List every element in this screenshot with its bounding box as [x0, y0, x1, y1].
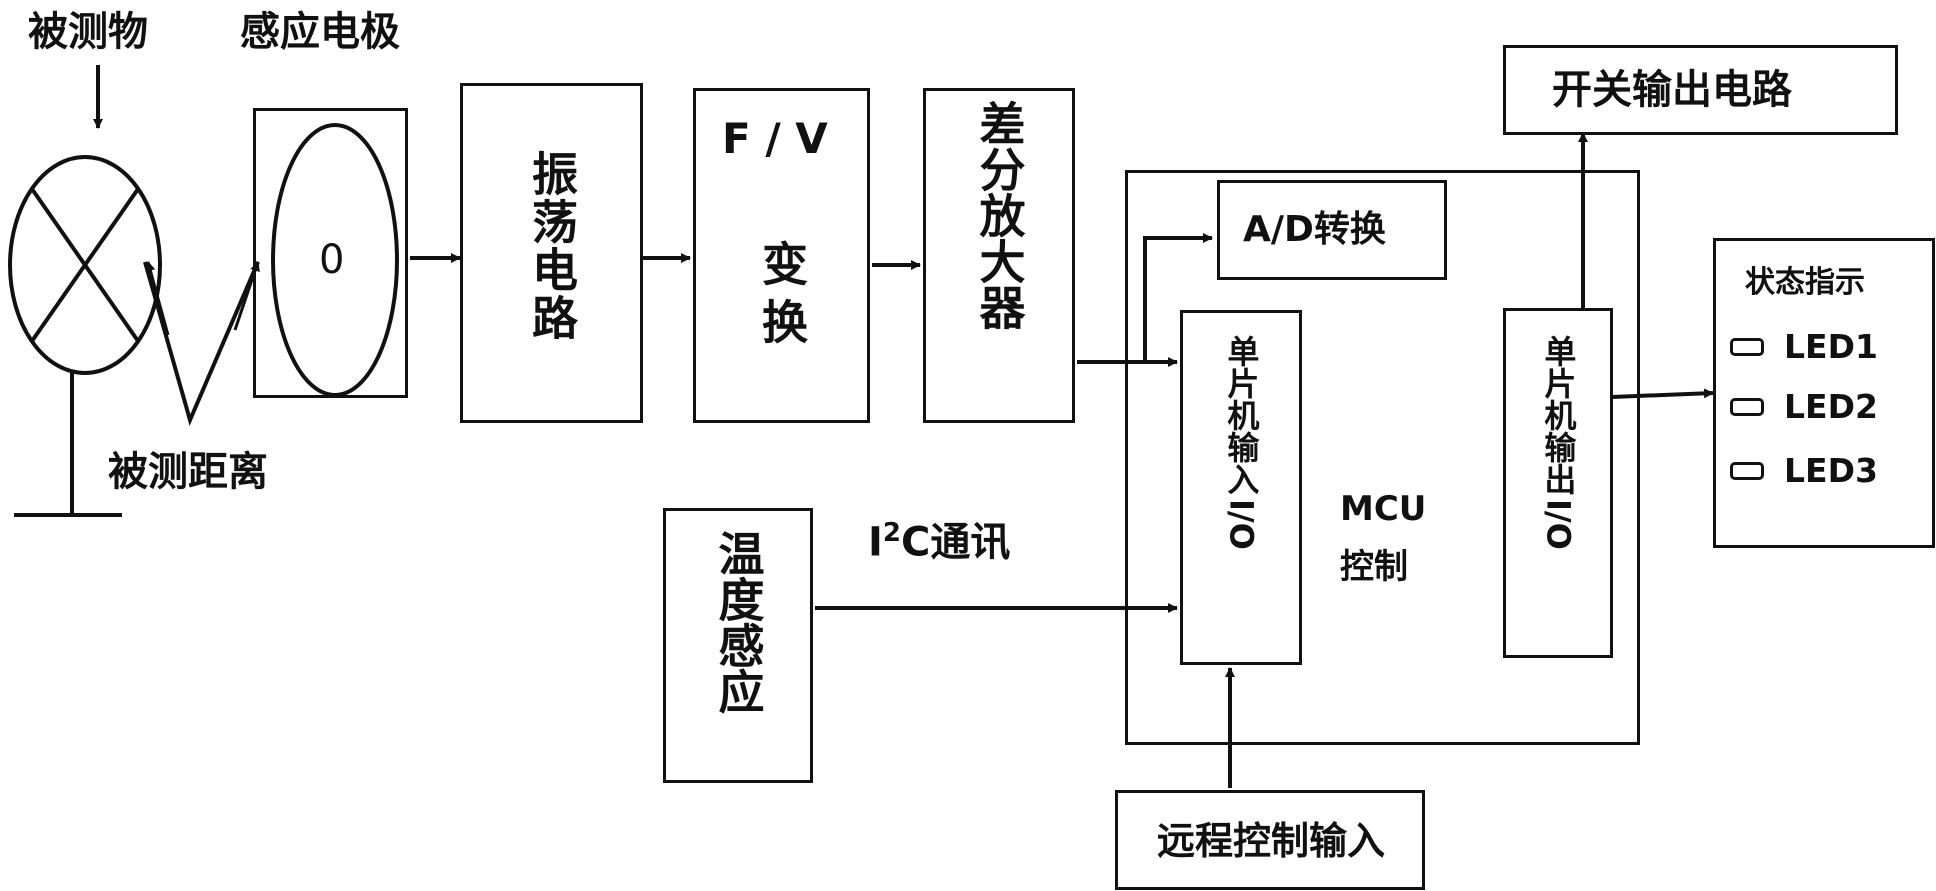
- mcu-output-io-text: I/O: [1540, 499, 1577, 550]
- temp-sensor-text: 温度感应: [712, 530, 765, 714]
- switch-output-label: 开关输出电路: [1552, 70, 1792, 110]
- led-row-3: LED3: [1730, 454, 1878, 487]
- electrode-symbol: 0: [319, 240, 344, 280]
- measured-distance-zigzag: [145, 262, 258, 420]
- mcu-control-line2: 控制: [1340, 550, 1408, 584]
- led-row-1: LED1: [1730, 330, 1878, 363]
- mcu-output-label: 单片机输出 I/O: [1503, 335, 1613, 550]
- led-2-icon: [1730, 398, 1764, 416]
- temp-sensor-label: 温度感应: [663, 530, 813, 714]
- i2c-suffix: C通讯: [901, 519, 1010, 565]
- diff-amp-text: 差分放大器: [973, 100, 1026, 330]
- i2c-prefix: I: [868, 519, 883, 565]
- led-2-label: LED2: [1784, 390, 1878, 423]
- mcu-control-line1: MCU: [1340, 492, 1426, 526]
- sensing-electrode-label: 感应电极: [240, 12, 400, 52]
- mcu-input-text: 单片机输入: [1223, 335, 1260, 495]
- fv-top-label: F / V: [722, 118, 828, 160]
- mcu-input-io-text: I/O: [1223, 499, 1260, 550]
- mcu-output-text: 单片机输出: [1540, 335, 1577, 495]
- ad-convert-label: A/D转换: [1243, 212, 1386, 248]
- led-1-icon: [1730, 338, 1764, 356]
- mcu-input-label: 单片机输入 I/O: [1180, 335, 1302, 550]
- led-3-icon: [1730, 462, 1764, 480]
- fv-bottom-label: 变换: [693, 240, 870, 356]
- led-1-label: LED1: [1784, 330, 1878, 363]
- i2c-superscript: 2: [883, 518, 901, 548]
- oscillator-label: 振荡电路: [460, 150, 643, 342]
- led-3-label: LED3: [1784, 454, 1878, 487]
- oscillator-text: 振荡电路: [525, 150, 578, 342]
- measured-distance-label: 被测距离: [108, 452, 268, 492]
- diff-amp-label: 差分放大器: [923, 100, 1075, 330]
- i2c-label: I2C通讯: [868, 520, 1010, 562]
- measured-object-label: 被测物: [28, 12, 148, 52]
- remote-input-label: 远程控制输入: [1157, 822, 1385, 860]
- fv-bottom-text: 变换: [755, 240, 808, 356]
- status-title: 状态指示: [1745, 268, 1865, 298]
- led-row-2: LED2: [1730, 390, 1878, 423]
